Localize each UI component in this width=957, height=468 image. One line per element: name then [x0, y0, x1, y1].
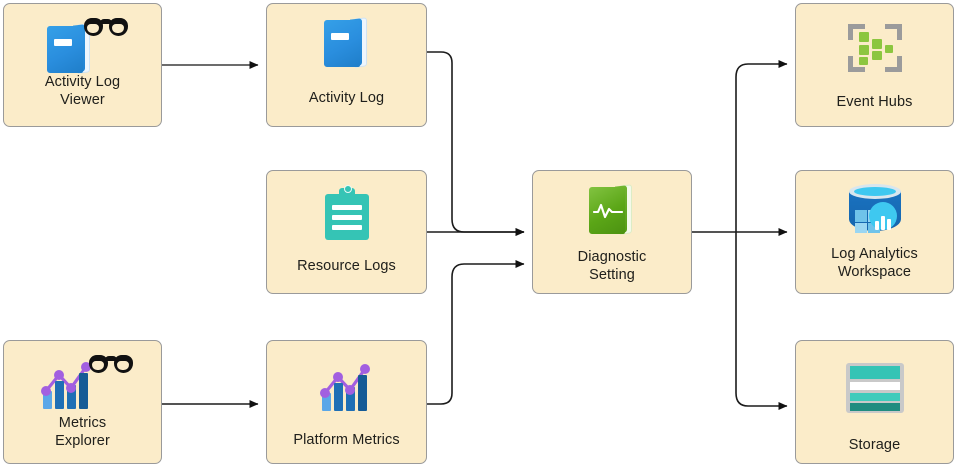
storage-account-icon [845, 363, 904, 413]
bar-chart-with-glasses-icon [33, 355, 133, 409]
connector-pm-to-ds [427, 260, 525, 405]
icon-wrap [796, 182, 953, 238]
node-label: Log Analytics Workspace [831, 246, 918, 280]
blue-book-icon [323, 17, 370, 68]
event-hubs-icon [847, 24, 902, 72]
icon-wrap [796, 24, 953, 72]
green-book-pulse-icon [589, 184, 635, 235]
icon-wrap [267, 17, 426, 68]
glasses-icon [83, 18, 128, 40]
icon-wrap [4, 18, 161, 74]
node-diagnostic-setting[interactable]: Diagnostic Setting [532, 170, 692, 294]
icon-wrap [267, 361, 426, 411]
node-activity-log-viewer[interactable]: Activity Log Viewer [3, 3, 162, 127]
node-metrics-explorer[interactable]: Metrics Explorer [3, 340, 162, 464]
teal-clipboard-icon [324, 185, 369, 240]
node-event-hubs[interactable]: Event Hubs [795, 3, 954, 127]
node-label: Event Hubs [836, 94, 913, 110]
glasses-icon [88, 355, 133, 377]
node-resource-logs[interactable]: Resource Logs [266, 170, 427, 294]
icon-wrap [533, 184, 691, 235]
blue-book-icon [46, 23, 93, 74]
database-analytics-icon [848, 182, 901, 238]
icon-wrap [4, 355, 161, 409]
connector-al-to-ds [427, 51, 525, 236]
bar-chart-icon [40, 359, 95, 409]
blue-book-with-glasses-icon [37, 18, 129, 74]
connector-ds-to-storage [735, 232, 788, 410]
node-activity-log[interactable]: Activity Log [266, 3, 427, 127]
node-platform-metrics[interactable]: Platform Metrics [266, 340, 427, 464]
icon-wrap [796, 363, 953, 413]
node-log-analytics-workspace[interactable]: Log Analytics Workspace [795, 170, 954, 294]
node-label: Storage [848, 437, 901, 453]
icon-wrap [267, 185, 426, 240]
node-label: Platform Metrics [293, 432, 400, 448]
node-storage[interactable]: Storage [795, 340, 954, 464]
node-label: Diagnostic Setting [577, 249, 647, 283]
node-label: Activity Log Viewer [44, 74, 121, 108]
connector-ds-to-eventhubs [735, 60, 788, 232]
node-label: Metrics Explorer [55, 415, 110, 449]
bar-chart-icon [319, 361, 374, 411]
node-label: Resource Logs [297, 258, 396, 274]
node-label: Activity Log [308, 90, 385, 106]
